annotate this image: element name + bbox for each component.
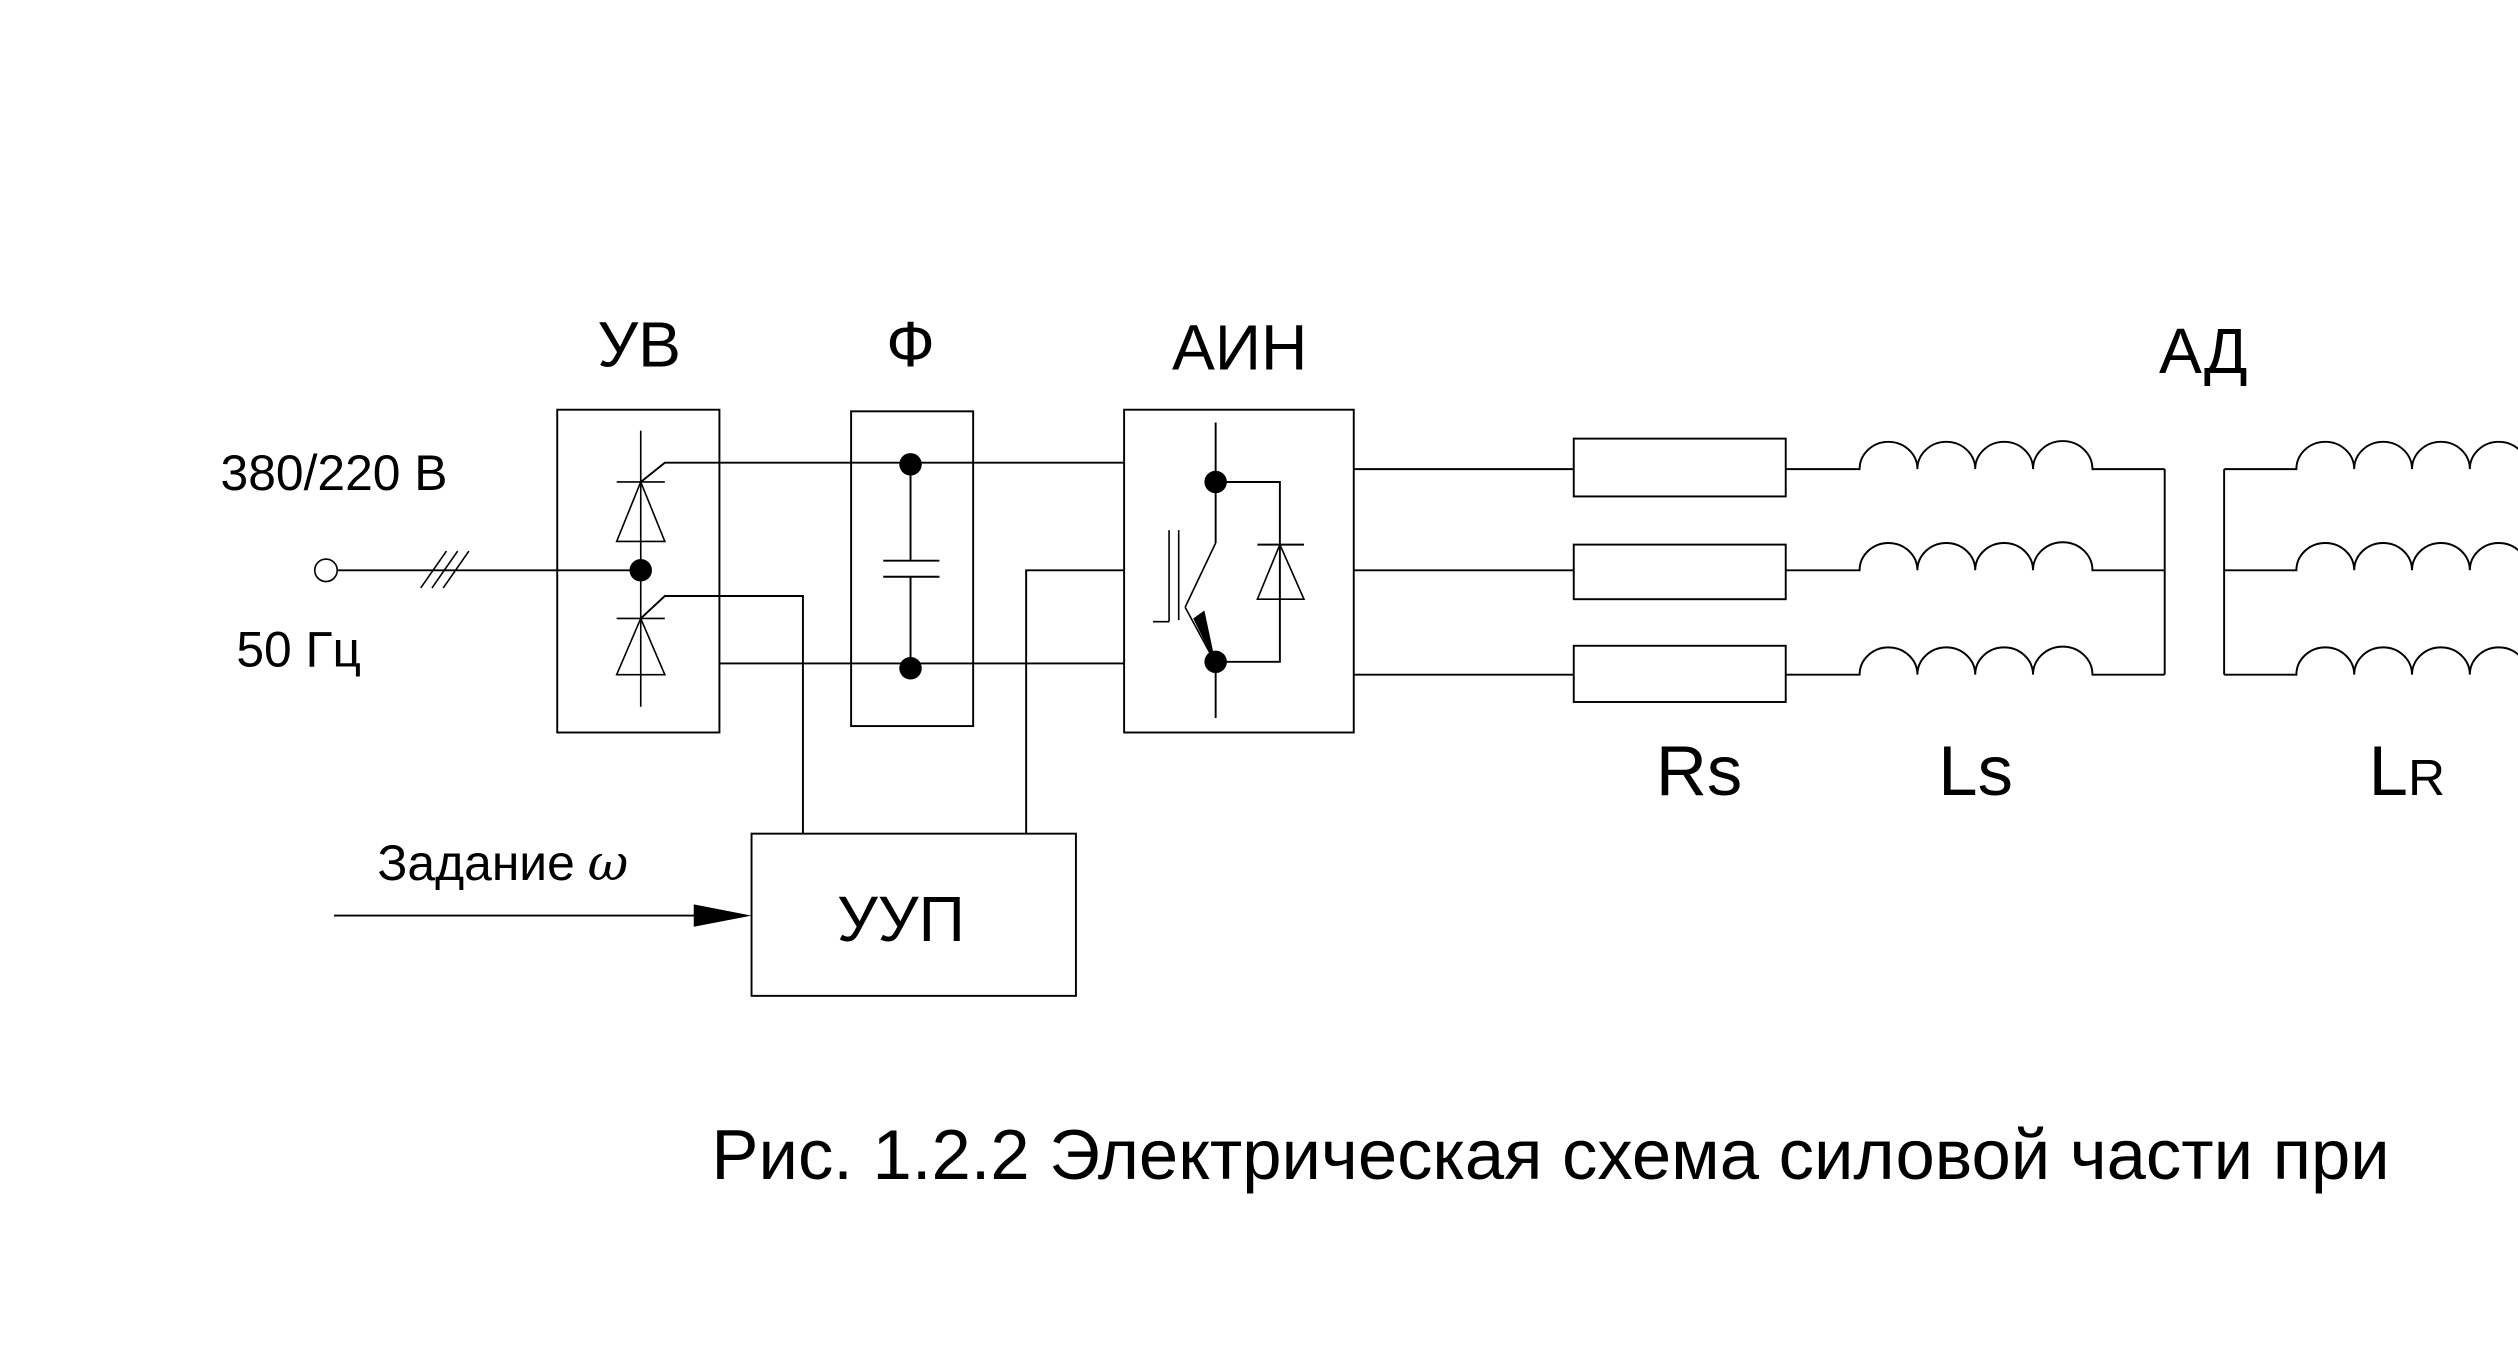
resistor (1572, 543, 1787, 601)
stator-inductance-label: Ls (1938, 731, 2013, 810)
motor-label: АД (2159, 315, 2247, 387)
controller-label: УУП (837, 883, 965, 955)
inductor (2224, 646, 2518, 676)
rotor-inductance-sub: R (2408, 748, 2445, 806)
filter-label: Ф (886, 308, 935, 380)
stator-inductance-main: L (1938, 731, 1977, 810)
supply-voltage-label: 380/220 В (221, 445, 448, 501)
omega-symbol: ω (588, 834, 629, 892)
inductor (1785, 440, 2165, 471)
stator-resistance-label: Rs (1656, 731, 1742, 810)
stator-circuit (1353, 437, 2166, 703)
supply-frequency-label: 50 Гц (236, 622, 361, 678)
stator-inductance-sub: s (1978, 731, 2013, 810)
setpoint-text: Задание (377, 835, 574, 891)
resistor (1572, 644, 1787, 703)
inverter-block (1025, 408, 1355, 834)
inductor (2224, 542, 2518, 572)
inductor (2224, 440, 2518, 471)
setpoint-arrow (334, 904, 752, 927)
rectifier-block (556, 408, 1125, 834)
filter-block (850, 410, 975, 728)
controller-block (750, 832, 1077, 997)
figure-caption: Рис. 1.2.2 Электрическая схема силовой ч… (711, 1115, 2389, 1194)
supply-terminal (313, 550, 641, 589)
inductor (1785, 541, 2165, 572)
rotor-inductance-label: LR (2369, 731, 2445, 810)
rotor-inductance-main: L (2369, 731, 2408, 810)
resistor (1572, 437, 1787, 498)
rotor-circuit (2223, 440, 2518, 676)
inverter-label: АИН (1172, 312, 1307, 384)
rectifier-label: УВ (597, 308, 681, 380)
inductor (1785, 645, 2165, 676)
